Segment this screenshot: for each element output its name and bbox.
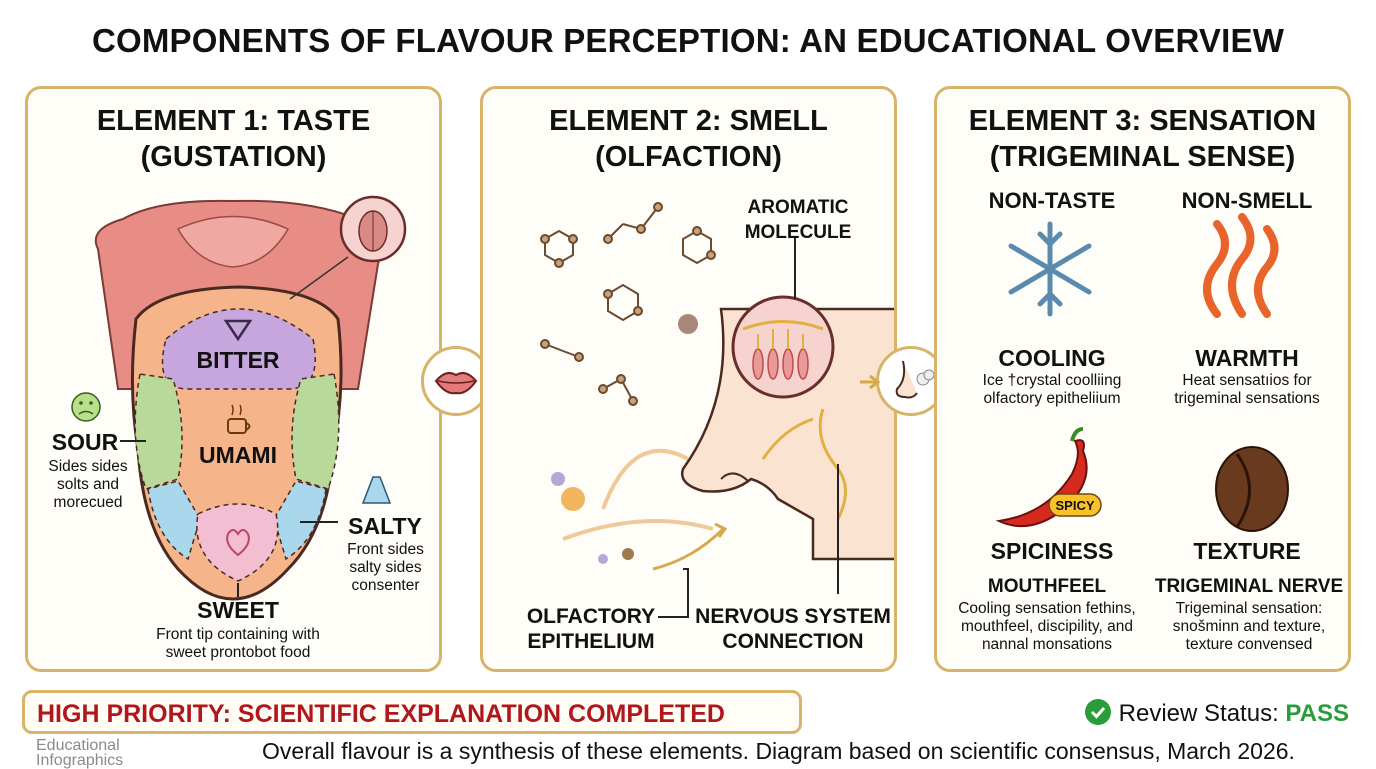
salty-description: Front sides salty sides consenter — [333, 541, 438, 595]
logo-line2: Infographics — [36, 752, 124, 769]
logo-line1: Educational — [36, 737, 120, 754]
trigeminal-nerve-label: TRIGEMINAL NERVE — [1154, 576, 1344, 597]
review-label: Review Status: — [1118, 700, 1279, 727]
mouthfeel-desc-line: nannal monsations — [981, 636, 1113, 653]
sensation-title-line1: ELEMENT 3: SENSATION — [968, 105, 1317, 137]
epithelium-line2: EPITHELIUM — [527, 630, 655, 653]
sensation-illustrations — [995, 213, 1289, 532]
sour-desc-line: solts and — [56, 476, 120, 493]
cooling-description: Ice †crystal coolliing olfactory epithel… — [957, 372, 1147, 408]
salty-desc-line: salty sides — [349, 559, 422, 576]
nervous-line1: NERVOUS SYSTEM — [695, 605, 891, 628]
sour-desc-line: Sides sides — [48, 458, 128, 475]
smell-panel: ELEMENT 2: SMELL (OLFACTION) — [480, 86, 897, 672]
smell-title-line2: (OLFACTION) — [595, 141, 782, 173]
salty-label: SALTY — [348, 513, 422, 539]
smell-illustration — [540, 202, 894, 618]
priority-banner: HIGH PRIORITY: SCIENTIFIC EXPLANATION CO… — [22, 690, 802, 734]
warmth-label: WARMTH — [1195, 345, 1299, 371]
taste-title-line2: (GUSTATION) — [140, 141, 327, 173]
mouthfeel-desc-line: Cooling sensation fethins, — [958, 600, 1136, 617]
review-status: Review Status: PASS — [1084, 698, 1349, 728]
sweet-description: Front tip containing with sweet prontobo… — [118, 626, 358, 662]
cooling-label: COOLING — [998, 345, 1106, 371]
taste-panel-title: ELEMENT 1: TASTE (GUSTATION) — [28, 103, 439, 175]
aromatic-line1: AROMATIC — [747, 197, 849, 218]
sweet-desc-line: sweet prontobot food — [165, 644, 311, 661]
sour-description: Sides sides solts and morecued — [38, 458, 138, 512]
bitter-label: BITTER — [196, 347, 280, 373]
cooling-desc-line: olfactory epitheliium — [983, 390, 1121, 407]
trigeminal-desc-line: snošminn and texture, — [1172, 618, 1326, 635]
salty-desc-line: consenter — [351, 577, 420, 594]
footer-note: Overall flavour is a synthesis of these … — [262, 738, 1295, 764]
spicy-tag: SPICY — [1055, 498, 1095, 513]
taste-panel: ELEMENT 1: TASTE (GUSTATION) — [25, 86, 442, 672]
lips-icon — [434, 372, 478, 395]
priority-banner-text: HIGH PRIORITY: SCIENTIFIC EXPLANATION CO… — [37, 700, 725, 728]
snowflake-icon — [1008, 221, 1092, 317]
trigeminal-description: Trigeminal sensation: snošminn and textu… — [1149, 600, 1348, 654]
nose-icon — [895, 360, 935, 399]
mouthfeel-description: Cooling sensation fethins, mouthfeel, di… — [942, 600, 1152, 654]
tongue-illustration — [71, 195, 407, 601]
smell-panel-title: ELEMENT 2: SMELL (OLFACTION) — [483, 103, 894, 175]
aromatic-molecule-label: AROMATIC MOLECULE — [723, 195, 873, 245]
taste-title-line1: ELEMENT 1: TASTE — [96, 105, 371, 137]
sour-label: SOUR — [51, 429, 119, 455]
sour-desc-line: morecued — [53, 494, 123, 511]
logo: Educational Infographics — [36, 737, 124, 769]
review-value: PASS — [1285, 700, 1349, 727]
non-smell-label: NON-SMELL — [1181, 188, 1313, 213]
texture-label: TEXTURE — [1193, 538, 1301, 564]
warmth-desc-line: Heat sensatıios for — [1182, 372, 1312, 389]
nervous-system-label: NERVOUS SYSTEM CONNECTION — [693, 604, 893, 654]
sensation-panel-title: ELEMENT 3: SENSATION (TRIGEMINAL SENSE) — [937, 103, 1348, 175]
mouthfeel-desc-line: mouthfeel, discipility, and — [960, 618, 1134, 635]
aromatic-line2: MOLECULE — [744, 222, 852, 243]
flame-icon — [1203, 213, 1279, 318]
warmth-desc-line: trigeminal sensations — [1174, 390, 1320, 407]
sensation-panel: ELEMENT 3: SENSATION (TRIGEMINAL SENSE) … — [934, 86, 1351, 672]
arrow-right-icon — [860, 374, 881, 390]
cooling-desc-line: Ice †crystal coolliing — [982, 372, 1122, 389]
sensation-title-line2: (TRIGEMINAL SENSE) — [989, 141, 1296, 173]
mouthfeel-label: MOUTHFEEL — [987, 576, 1107, 597]
umami-label: UMAMI — [199, 442, 277, 468]
olfactory-epithelium-label: OLFACTORY EPITHELIUM — [521, 604, 661, 654]
sweet-label: SWEET — [197, 597, 279, 623]
check-circle-icon — [1085, 699, 1111, 725]
trigeminal-desc-line: Trigeminal sensation: — [1175, 600, 1323, 617]
non-taste-label: NON-TASTE — [988, 188, 1116, 213]
spiciness-label: SPICINESS — [990, 538, 1114, 564]
nervous-line2: CONNECTION — [722, 630, 864, 653]
warmth-description: Heat sensatıios for trigeminal sensation… — [1152, 372, 1342, 408]
trigeminal-desc-line: texture convensed — [1185, 636, 1313, 653]
page-title: COMPONENTS OF FLAVOUR PERCEPTION: AN EDU… — [91, 22, 1285, 59]
coffee-bean-icon — [1215, 446, 1289, 532]
salty-desc-line: Front sides — [347, 541, 424, 558]
epithelium-line1: OLFACTORY — [526, 605, 656, 628]
smell-title-line1: ELEMENT 2: SMELL — [549, 105, 828, 137]
sweet-desc-line: Front tip containing with — [156, 626, 320, 643]
